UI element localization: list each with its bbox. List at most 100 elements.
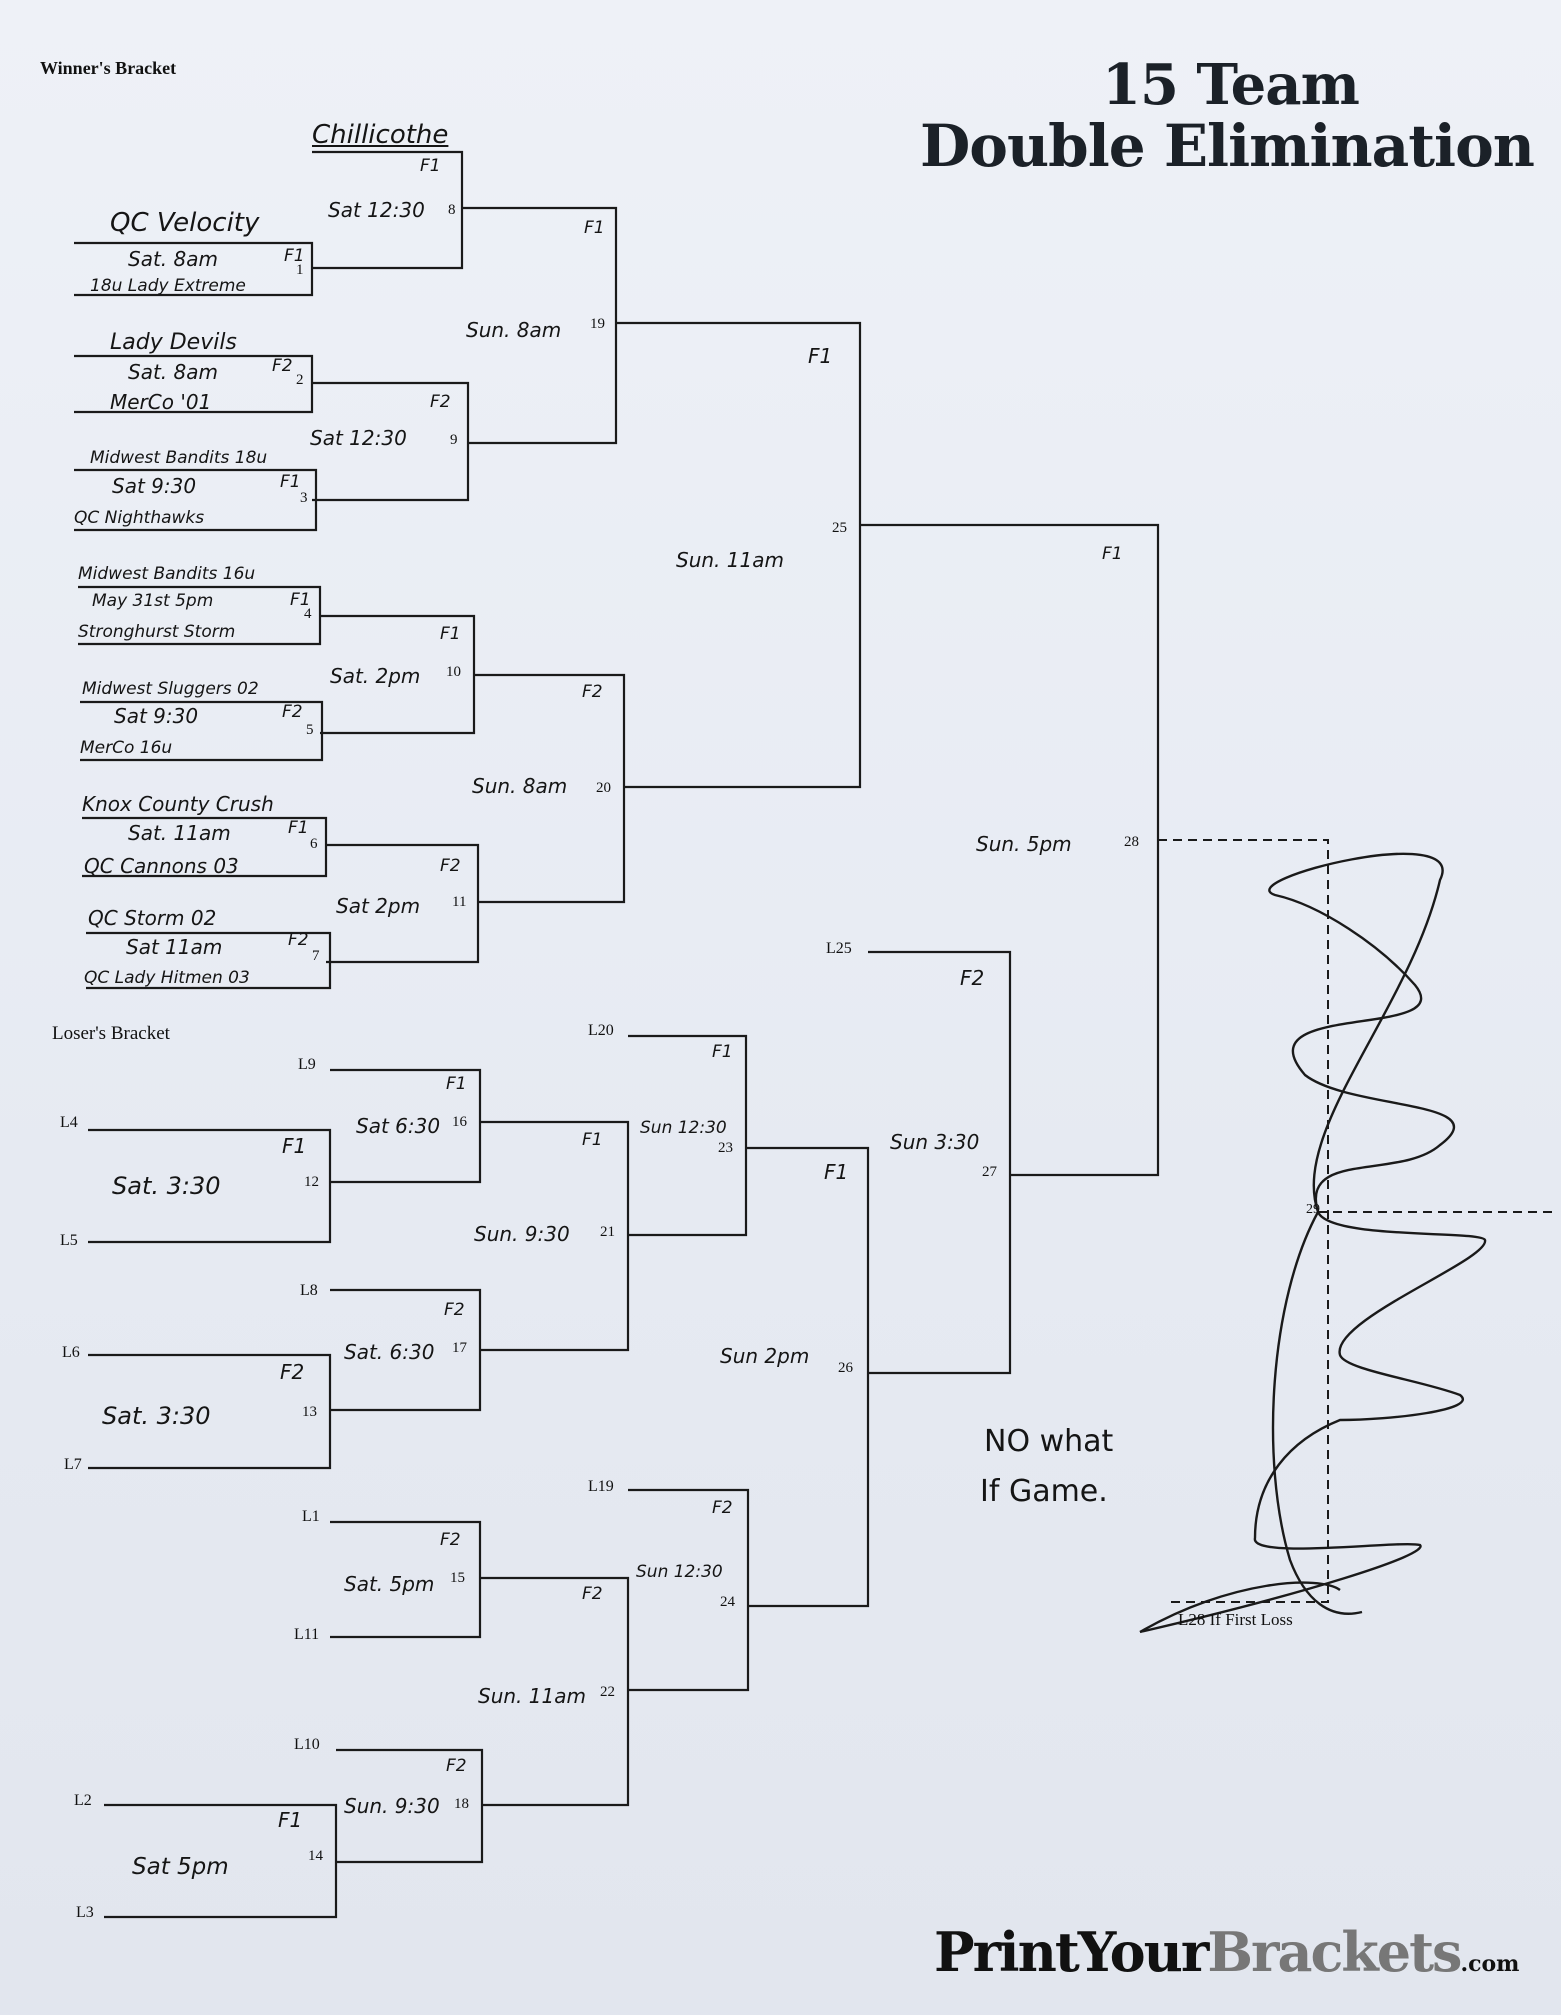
team-qc-cannons-03: QC Cannons 03 xyxy=(84,854,239,878)
game-23-field: F1 xyxy=(712,1042,733,1062)
game-14-field: F1 xyxy=(278,1808,303,1832)
line-game-20 xyxy=(474,673,626,904)
game-25-field: F1 xyxy=(808,344,833,368)
slot-l5: L5 xyxy=(60,1232,78,1249)
game-17-number: 17 xyxy=(452,1340,467,1356)
game-1-number: 1 xyxy=(296,262,304,278)
game-4-field: F1 xyxy=(290,590,311,610)
game-16-time: Sat 6:30 xyxy=(356,1114,441,1138)
game-12-number: 12 xyxy=(304,1174,319,1190)
slot-l11: L11 xyxy=(294,1626,320,1643)
game-10-time: Sat. 2pm xyxy=(330,664,421,688)
game-8-time: Sat 12:30 xyxy=(328,198,425,222)
slot-l4: L4 xyxy=(60,1114,78,1131)
game-17-field: F2 xyxy=(444,1300,465,1320)
game-19-field: F1 xyxy=(584,218,605,238)
line-game-23 xyxy=(628,1034,748,1237)
team-qc-storm-02: QC Storm 02 xyxy=(88,906,217,930)
game-15-field: F2 xyxy=(440,1530,461,1550)
slot-l2: L2 xyxy=(74,1792,92,1809)
game-24-field: F2 xyxy=(712,1498,733,1518)
line-game-8-bracket xyxy=(312,150,464,270)
line-game-26 xyxy=(746,1146,870,1608)
line-game-16 xyxy=(330,1068,482,1184)
game-18-field: F2 xyxy=(446,1756,467,1776)
game-2-field: F2 xyxy=(272,356,293,376)
team-lady-devils: Lady Devils xyxy=(110,330,237,355)
game-20-time: Sun. 8am xyxy=(472,774,568,798)
game-29-number: 29 xyxy=(1306,1202,1320,1217)
game-13-time: Sat. 3:30 xyxy=(102,1402,211,1430)
line-game-15 xyxy=(330,1520,482,1639)
game-14-time: Sat 5pm xyxy=(132,1854,229,1880)
note-if-game-line1: NO what xyxy=(984,1424,1114,1459)
game-2-time: Sat. 8am xyxy=(128,360,218,384)
game-16-number: 16 xyxy=(452,1114,467,1130)
game-16-field: F1 xyxy=(446,1074,467,1094)
game-17-time: Sat. 6:30 xyxy=(344,1340,435,1364)
game-19-time: Sun. 8am xyxy=(466,318,562,342)
game-7-time: Sat 11am xyxy=(126,935,223,959)
game-4-number: 4 xyxy=(304,606,312,622)
game-26-field: F1 xyxy=(824,1160,849,1184)
printyourbrackets-logo: PrintYourBrackets.com xyxy=(934,1920,1519,1984)
game-15-number: 15 xyxy=(450,1570,465,1586)
note-if-game-line2: If Game. xyxy=(980,1474,1108,1509)
losers-bracket-lines xyxy=(88,950,1012,1919)
line-game-9 xyxy=(312,381,470,502)
game-7-field: F2 xyxy=(288,930,309,950)
game-11-number: 11 xyxy=(452,894,467,910)
game-5-number: 5 xyxy=(306,722,314,738)
game-24-time: Sun 12:30 xyxy=(636,1562,723,1582)
game-1-time: Sat. 8am xyxy=(128,247,218,271)
team-18u-lady-extreme: 18u Lady Extreme xyxy=(90,276,246,296)
game-23-time: Sun 12:30 xyxy=(640,1118,727,1138)
team-merco-16u: MerCo 16u xyxy=(80,738,173,758)
game-11-time: Sat 2pm xyxy=(336,894,421,918)
line-game-29-bracket xyxy=(1158,839,1329,1603)
game-9-number: 9 xyxy=(450,432,458,448)
game-7-number: 7 xyxy=(312,948,320,964)
if-game-dashed-lines xyxy=(1158,839,1552,1603)
line-game-1 xyxy=(74,241,314,297)
game-8-field: F1 xyxy=(420,156,441,176)
game-5-field: F2 xyxy=(282,702,303,722)
game-15-time: Sat. 5pm xyxy=(344,1572,435,1596)
team-midwest-sluggers-02: Midwest Sluggers 02 xyxy=(82,679,259,699)
line-game-11 xyxy=(326,843,480,964)
game-6-field: F1 xyxy=(288,818,309,838)
note-l28-if-first-loss: L28 If First Loss xyxy=(1178,1610,1293,1629)
line-game-27 xyxy=(868,950,1012,1375)
line-game-7 xyxy=(86,931,332,990)
game-3-number: 3 xyxy=(300,490,308,506)
slot-l9: L9 xyxy=(298,1056,316,1073)
slot-l10: L10 xyxy=(294,1736,320,1753)
slot-l3: L3 xyxy=(76,1904,94,1921)
team-midwest-bandits-16u: Midwest Bandits 16u xyxy=(78,564,256,584)
game-9-time: Sat 12:30 xyxy=(310,426,407,450)
game-25-number: 25 xyxy=(832,520,847,536)
line-game-12 xyxy=(88,1128,332,1244)
game-22-field: F2 xyxy=(582,1584,603,1604)
slot-l6: L6 xyxy=(62,1344,80,1361)
game-12-field: F1 xyxy=(282,1134,307,1158)
game-28-field: F1 xyxy=(1102,544,1123,564)
game-22-number: 22 xyxy=(600,1684,615,1700)
slot-l25: L25 xyxy=(826,940,852,957)
scribble-cross-out xyxy=(1139,852,1487,1634)
team-chillicothe: Chillicothe xyxy=(312,120,449,150)
team-merco-01: MerCo '01 xyxy=(110,390,212,414)
game-1-field: F1 xyxy=(284,246,305,266)
game-27-field: F2 xyxy=(960,966,985,990)
game-21-field: F1 xyxy=(582,1130,603,1150)
game-19-number: 19 xyxy=(590,316,605,332)
game-9-field: F2 xyxy=(430,392,451,412)
game-6-time: Sat. 11am xyxy=(128,821,231,845)
slot-l7: L7 xyxy=(64,1456,82,1473)
game-4-time: May 31st 5pm xyxy=(92,591,214,611)
game-13-number: 13 xyxy=(302,1404,317,1420)
game-28-number: 28 xyxy=(1124,834,1139,850)
game-6-number: 6 xyxy=(310,836,318,852)
game-27-number: 27 xyxy=(982,1164,997,1180)
